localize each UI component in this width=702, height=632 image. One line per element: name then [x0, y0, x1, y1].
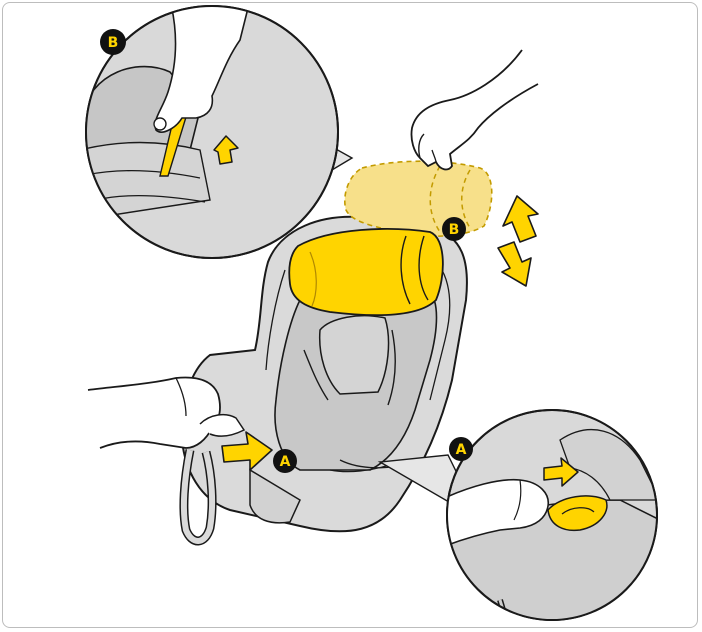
callout-bottom-badge: A	[449, 437, 473, 461]
release-marker-label: A	[280, 454, 291, 470]
hand-lifting-headrest-icon	[411, 50, 538, 169]
headrest-marker-badge: B	[442, 217, 466, 241]
headrest-marker-label: B	[449, 222, 460, 238]
up-down-adjust-arrows-icon	[498, 196, 538, 286]
callout-bottom-label: A	[456, 442, 467, 458]
headrest	[289, 229, 443, 315]
callout-top-detail: B	[80, 0, 352, 258]
callout-top-badge: B	[100, 29, 126, 55]
callout-top-label: B	[108, 35, 119, 51]
release-marker-badge: A	[273, 449, 297, 473]
